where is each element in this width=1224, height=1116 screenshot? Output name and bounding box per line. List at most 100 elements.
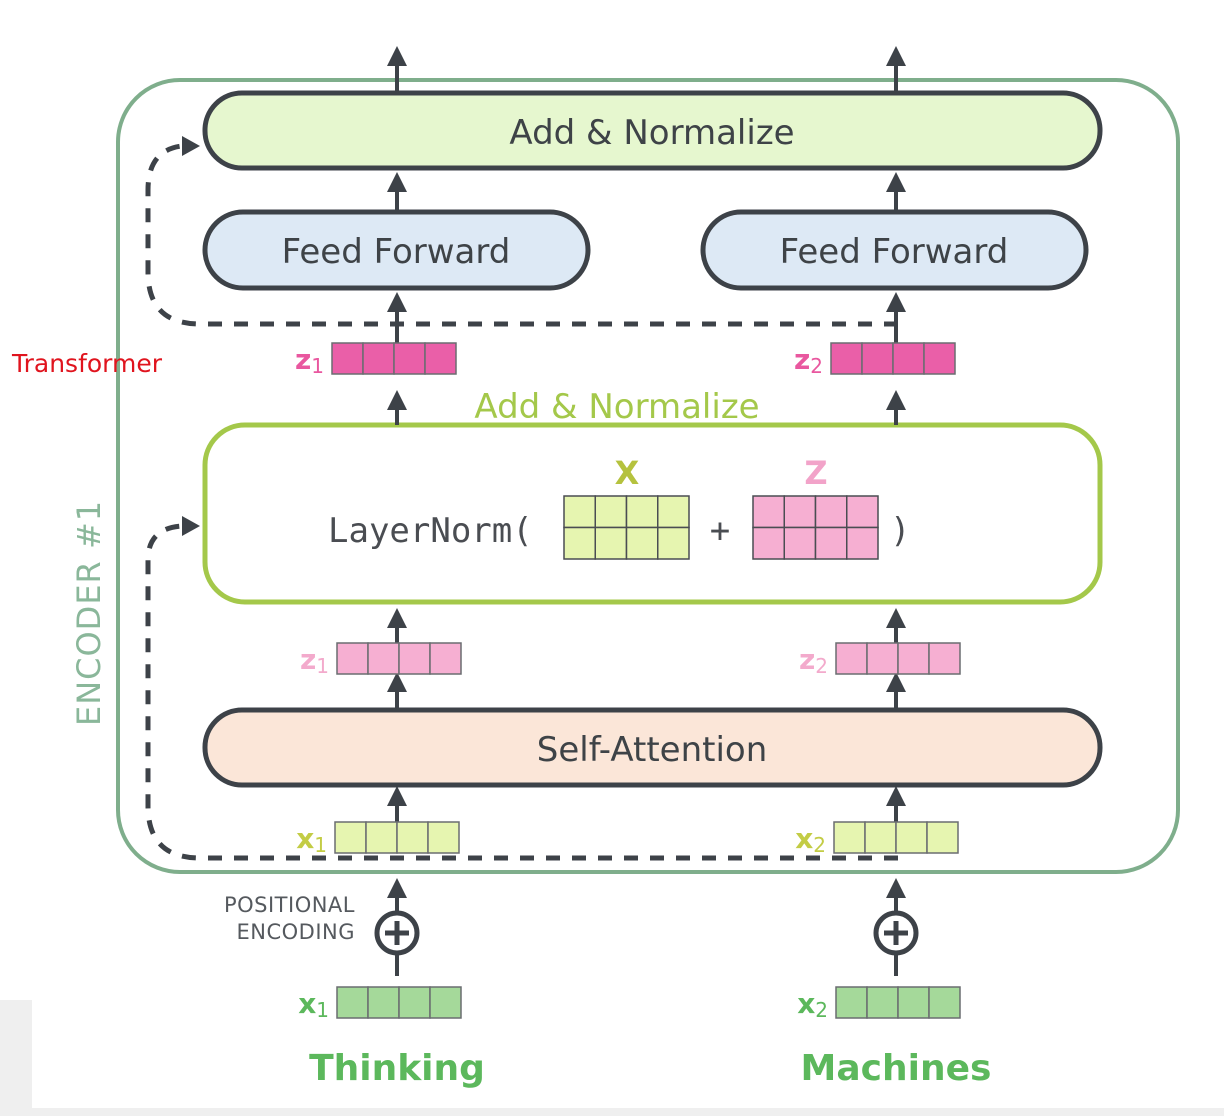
vector-cell (424, 342, 457, 375)
matrix-z-cell (846, 526, 879, 560)
vector-cell (427, 821, 460, 854)
matrix-x-cell (625, 495, 659, 529)
vector-label: z1 (295, 343, 324, 378)
vector-cell (365, 821, 398, 854)
matrix-x-label: X (615, 454, 640, 492)
vector-cell (830, 342, 863, 375)
vector-label: x2 (797, 987, 828, 1022)
vector-label: x1 (298, 987, 329, 1022)
matrix-z-cell (846, 495, 879, 529)
pe-to-x-arrow-1-head (387, 878, 407, 898)
transformer-annotation: Transformer (11, 349, 163, 378)
vector-cell (897, 986, 930, 1019)
matrix-z-cell (814, 495, 848, 529)
vector-cell (429, 986, 462, 1019)
matrix-x-cell (625, 526, 659, 560)
output-arrow-2-head (886, 46, 906, 66)
x-positional-vector-1: x1 (296, 821, 460, 857)
vector-label: x1 (296, 822, 327, 857)
vector-cell (866, 986, 899, 1019)
z-attention-vector-2: z2 (799, 642, 961, 678)
vector-label: x2 (795, 822, 826, 857)
residual-arrowhead-bottom (182, 516, 200, 536)
vector-cell (334, 821, 367, 854)
vector-cell (398, 642, 431, 675)
vector-cell (336, 986, 369, 1019)
output-arrow-1-head (387, 46, 407, 66)
matrix-z-cell (783, 526, 817, 560)
matrix-x-cell (563, 495, 596, 529)
vector-cell (367, 642, 400, 675)
vector-cell (398, 986, 431, 1019)
vector-cell (835, 642, 868, 675)
plus-sign: + (710, 511, 730, 551)
self-attention-block: Self-Attention (202, 707, 1103, 788)
matrix-x-cell (657, 526, 690, 560)
x-embedding-vector-2: x2 (797, 986, 961, 1022)
vector-cell (892, 342, 925, 375)
matrix-x (563, 495, 690, 560)
sa-to-z-arrow-2-head (886, 672, 906, 692)
addnorm-to-z-arrow-1-head (387, 390, 407, 410)
encoder-label: ENCODER #1 (70, 500, 108, 726)
feed-forward-label-1: Feed Forward (282, 232, 511, 272)
feed-forward-block-1: Feed Forward (202, 209, 591, 291)
x-embedding-vector-1: x1 (298, 986, 462, 1022)
residual-connection-top (145, 143, 898, 327)
feed-forward-block-2: Feed Forward (700, 209, 1089, 291)
feed-forward-label-2: Feed Forward (780, 232, 1009, 272)
vector-cell (429, 642, 462, 675)
matrix-x-cell (594, 495, 628, 529)
add-normalize-top-block: Add & Normalize (202, 90, 1103, 171)
vector-label: z1 (300, 643, 329, 678)
vector-cell (835, 986, 868, 1019)
matrix-z (752, 495, 879, 560)
z-to-ff-arrow-1-head (387, 292, 407, 312)
matrix-x-cell (563, 526, 596, 560)
z-attention-vector-1: z1 (300, 642, 462, 678)
self-attention-label: Self-Attention (537, 730, 768, 770)
encoder-border (116, 78, 1180, 874)
add-normalize-detail-title: Add & Normalize (474, 387, 759, 427)
matrix-z-cell (752, 495, 785, 529)
vector-cell (864, 821, 897, 854)
layernorm-prefix: LayerNorm( (328, 511, 533, 551)
add-normalize-top-pill (202, 90, 1103, 171)
vector-cell (362, 342, 395, 375)
matrix-z-cell (783, 495, 817, 529)
matrix-x-cell (594, 526, 628, 560)
vector-label: z2 (799, 643, 828, 678)
input-word-1: Thinking (309, 1048, 485, 1089)
positional-encoding-add-icon (374, 910, 420, 956)
add-normalize-top-label: Add & Normalize (509, 113, 794, 153)
matrix-z-cell (752, 526, 785, 560)
residual-arrowhead-top (182, 136, 200, 156)
vector-cell (861, 342, 894, 375)
pe-to-x-arrow-2-head (886, 878, 906, 898)
vector-cell (367, 986, 400, 1019)
x-to-sa-arrow-2-head (886, 786, 906, 806)
vector-cell (393, 342, 426, 375)
matrix-x-cell (657, 495, 690, 529)
z-to-addnorm-arrow-2-head (886, 608, 906, 628)
vector-cell (336, 642, 369, 675)
matrix-z-label: Z (804, 454, 827, 492)
z-normalized-vector-1: z1 (295, 342, 457, 378)
input-word-2: Machines (801, 1048, 992, 1089)
x-positional-vector-2: x2 (795, 821, 959, 857)
z-to-addnorm-arrow-1-head (387, 608, 407, 628)
background-panel-bottom (0, 1108, 1224, 1116)
vectors: z1 z2 z1 z2 x1 x2 x1 x2 (295, 342, 961, 1022)
matrix-z-cell (814, 526, 848, 560)
vector-cell (897, 642, 930, 675)
vector-cell (331, 342, 364, 375)
sa-to-z-arrow-1-head (387, 672, 407, 692)
vector-label: z2 (794, 343, 823, 378)
z-normalized-vector-2: z2 (794, 342, 956, 378)
vector-cell (926, 821, 959, 854)
vector-cell (396, 821, 429, 854)
layernorm-suffix: ) (890, 511, 910, 551)
vector-cell (866, 642, 899, 675)
addnorm-to-z-arrow-2-head (886, 390, 906, 410)
